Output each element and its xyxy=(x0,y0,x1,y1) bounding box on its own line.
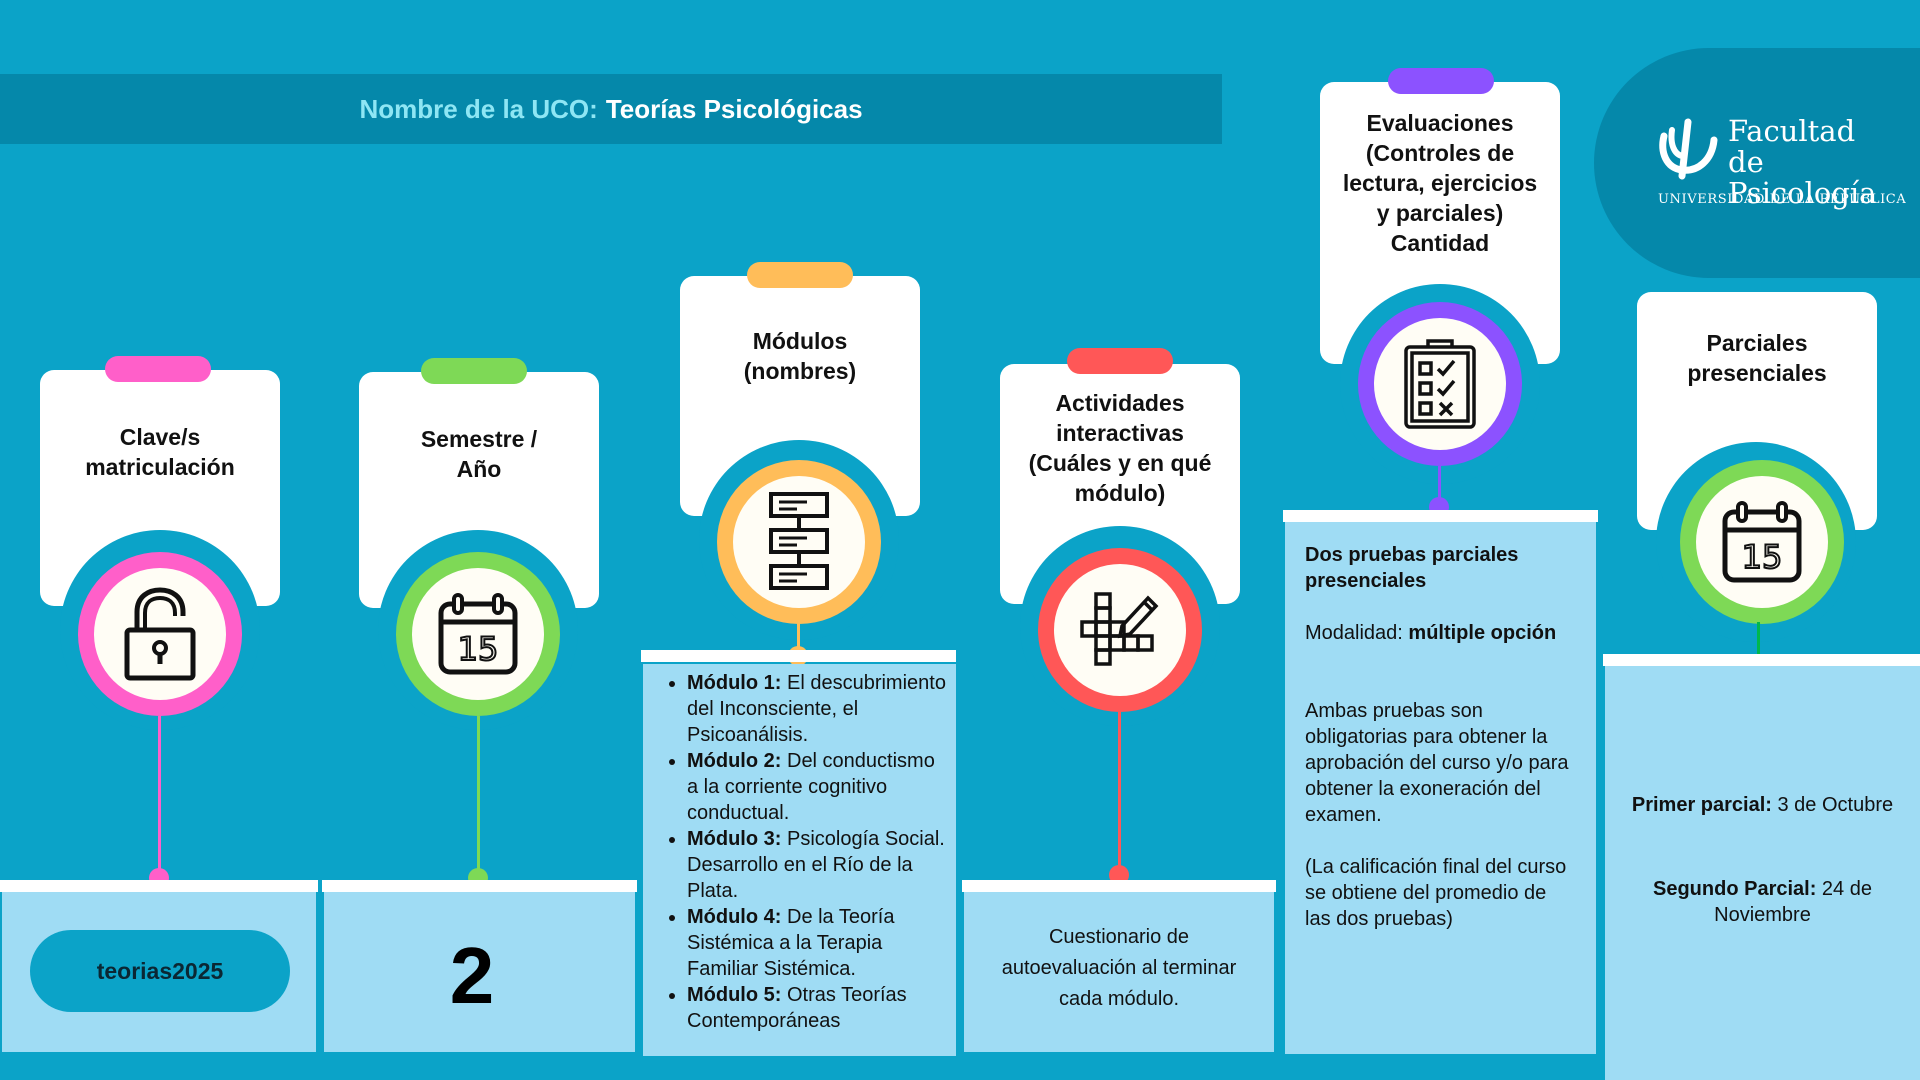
list-item: Módulo 5: Otras Teorías Contemporáneas xyxy=(687,982,946,1034)
modalidad-label: Modalidad: xyxy=(1305,622,1409,644)
flowchart-icon xyxy=(769,492,829,590)
semestre-connector-line xyxy=(477,716,480,876)
actividades-panel xyxy=(964,892,1274,1052)
uco-title-value: Teorías Psicológicas xyxy=(605,93,863,124)
checklist-clipboard-icon xyxy=(1404,339,1476,429)
clave-title-line-1: Clave/s xyxy=(119,424,201,450)
list-item: Módulo 2: Del conductismo a la corriente… xyxy=(687,748,946,826)
calendar-icon: 15 xyxy=(1722,501,1802,583)
semestre-panel xyxy=(324,892,635,1052)
parciales-panel: Primer parcial: 3 de Octubre Segundo Par… xyxy=(1605,666,1920,1080)
semestre-icon-holder: 15 xyxy=(412,568,544,700)
uco-title-label: Nombre de la UCO: xyxy=(359,93,598,124)
semestre-value: 2 xyxy=(449,931,495,1020)
modalidad-value: múltiple opción xyxy=(1408,622,1557,644)
actividades-title-line-2: interactivas xyxy=(1056,420,1184,446)
evaluaciones-icon-holder xyxy=(1374,318,1506,450)
clave-connector-line xyxy=(158,716,161,876)
actividades-icon-holder xyxy=(1054,564,1186,696)
modulos-connector-line xyxy=(797,622,800,656)
evaluaciones-title-line-1: Evaluaciones xyxy=(1366,110,1514,136)
calendar-icon: 15 xyxy=(438,593,518,675)
modulos-panel: Módulo 1: El descubrimiento del Inconsci… xyxy=(643,664,956,1056)
parciales-title-line-2: presenciales xyxy=(1687,360,1827,386)
evaluaciones-paragraph-2: (La calificación final del curso se obti… xyxy=(1305,856,1567,930)
psi-logo-icon xyxy=(1659,118,1718,180)
calendar-number: 15 xyxy=(458,630,499,668)
parciales-icon-holder: 15 xyxy=(1696,476,1828,608)
semestre-title-line-2: Año xyxy=(456,456,502,482)
unlock-icon xyxy=(124,587,196,681)
actividades-top-bar xyxy=(962,880,1276,892)
parciales-top-bar xyxy=(1603,654,1920,666)
evaluaciones-title-line-4: y parciales) xyxy=(1376,200,1504,226)
actividades-title-line-1: Actividades xyxy=(1055,390,1185,416)
actividades-title-line-4: módulo) xyxy=(1074,480,1166,506)
logo-text: Facultad de Psicología xyxy=(1728,116,1896,209)
evaluaciones-pill-tab xyxy=(1388,68,1494,94)
evaluaciones-title-line-5: Cantidad xyxy=(1390,230,1490,256)
evaluaciones-paragraph-1: Ambas pruebas son obligatorias para obte… xyxy=(1305,700,1569,826)
evaluaciones-card: Evaluaciones (Controles de lectura, ejer… xyxy=(1320,82,1560,364)
evaluaciones-panel: Dos pruebas parciales presenciales Modal… xyxy=(1285,522,1596,1054)
primer-parcial-label: Primer parcial: xyxy=(1631,794,1772,816)
modulos-icon-holder xyxy=(733,476,865,608)
evaluaciones-modalidad: Modalidad: múltiple opción xyxy=(1305,620,1576,646)
modulos-title-line-1: Módulos xyxy=(752,328,848,354)
clave-top-bar xyxy=(0,880,318,892)
modulos-top-bar xyxy=(641,650,956,662)
list-item: Módulo 3: Psicología Social. Desarrollo … xyxy=(687,826,946,904)
logo-background xyxy=(1594,48,1920,278)
clave-icon-holder xyxy=(94,568,226,700)
parciales-connector-line xyxy=(1757,622,1760,684)
semestre-top-bar xyxy=(322,880,637,892)
evaluaciones-title-line-3: lectura, ejercicios xyxy=(1342,170,1538,196)
clave-title-line-2: matriculación xyxy=(85,454,235,480)
modulos-list: Módulo 1: El descubrimiento del Inconsci… xyxy=(643,670,946,1034)
actividades-title-line-3: (Cuáles y en qué xyxy=(1028,450,1212,476)
modulos-title-line-2: (nombres) xyxy=(743,358,857,384)
actividades-pill-tab xyxy=(1067,348,1173,374)
crossword-pencil-icon xyxy=(1080,592,1159,666)
list-item: Módulo 4: De la Teoría Sistémica a la Te… xyxy=(687,904,946,982)
list-item: Módulo 1: El descubrimiento del Inconsci… xyxy=(687,670,946,748)
clave-pill-tab xyxy=(105,356,211,382)
evaluaciones-heading: Dos pruebas parciales presenciales xyxy=(1305,544,1519,592)
actividades-text: Cuestionario de autoevaluación al termin… xyxy=(1001,926,1237,1010)
segundo-parcial-value: 24 de Noviembre xyxy=(1714,878,1872,926)
primer-parcial-value: 3 de Octubre xyxy=(1771,794,1894,816)
semestre-title-line-1: Semestre / xyxy=(420,426,538,452)
calendar-number: 15 xyxy=(1742,538,1783,576)
logo-line-2: Psicología xyxy=(1728,176,1877,210)
segundo-parcial: Segundo Parcial: 24 de Noviembre xyxy=(1625,876,1900,928)
segundo-parcial-label: Segundo Parcial: xyxy=(1653,878,1817,900)
faculty-logo: Facultad de Psicología UNIVERSIDAD DE LA… xyxy=(1656,112,1906,212)
clave-value: teorias2025 xyxy=(30,930,290,1012)
actividades-connector-line xyxy=(1118,712,1121,872)
logo-line-1: Facultad de xyxy=(1728,114,1856,179)
evaluaciones-top-bar xyxy=(1283,510,1598,522)
primer-parcial: Primer parcial: 3 de Octubre xyxy=(1605,792,1920,818)
parciales-title-line-1: Parciales xyxy=(1706,330,1808,356)
semestre-pill-tab xyxy=(421,358,527,384)
modulos-pill-tab xyxy=(747,262,853,288)
evaluaciones-title-line-2: (Controles de xyxy=(1365,140,1515,166)
evaluaciones-connector-line xyxy=(1438,466,1441,502)
uco-title-bar: Nombre de la UCO: Teorías Psicológicas xyxy=(0,74,1222,144)
logo-university: UNIVERSIDAD DE LA REPÚBLICA xyxy=(1658,192,1907,207)
